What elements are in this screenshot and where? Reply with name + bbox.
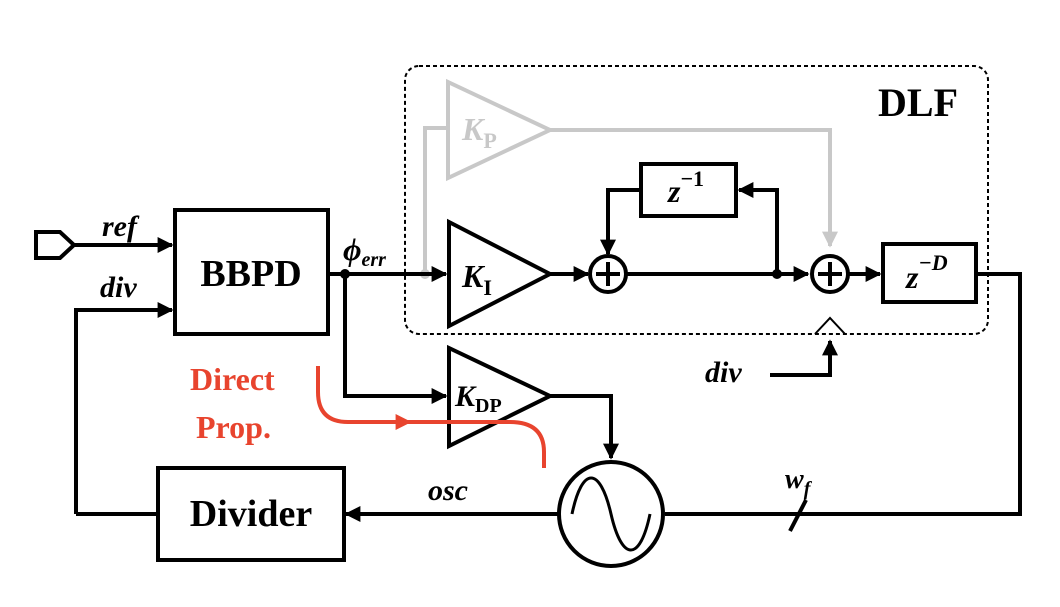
- direct-prop-label-line2: Prop.: [196, 409, 271, 445]
- divider-label: Divider: [190, 493, 313, 535]
- direct-prop-arrow: [316, 366, 412, 430]
- kp-amplifier: [446, 78, 555, 182]
- div-label-bottom: div: [705, 356, 742, 389]
- z-inverse-block: [639, 162, 738, 218]
- kp-label: KP: [461, 111, 497, 153]
- bbpd-label: BBPD: [200, 253, 301, 295]
- direct-prop-curve: [410, 420, 546, 468]
- kp-path: [420, 78, 838, 279]
- ki-label: KI: [461, 258, 492, 300]
- div-label-top: div: [100, 271, 137, 304]
- osc-label: osc: [428, 474, 468, 507]
- dlf-boundary: [404, 65, 989, 335]
- ki-amplifier: [447, 218, 555, 330]
- dlf-clock-symbol: [814, 316, 846, 335]
- wf-label: wf: [785, 464, 813, 500]
- z-inverse-label: z−1: [667, 166, 704, 209]
- sine-wave-icon: [570, 476, 652, 552]
- kdp-label: KDP: [454, 380, 502, 417]
- dlf-label: DLF: [878, 80, 958, 125]
- direct-prop-label-line1: Direct: [190, 361, 275, 397]
- ref-label: ref: [102, 210, 140, 243]
- phi-err-label: ϕerr: [343, 231, 386, 271]
- z-delay-label: z−D: [905, 250, 948, 295]
- ref-input-port: [34, 230, 77, 260]
